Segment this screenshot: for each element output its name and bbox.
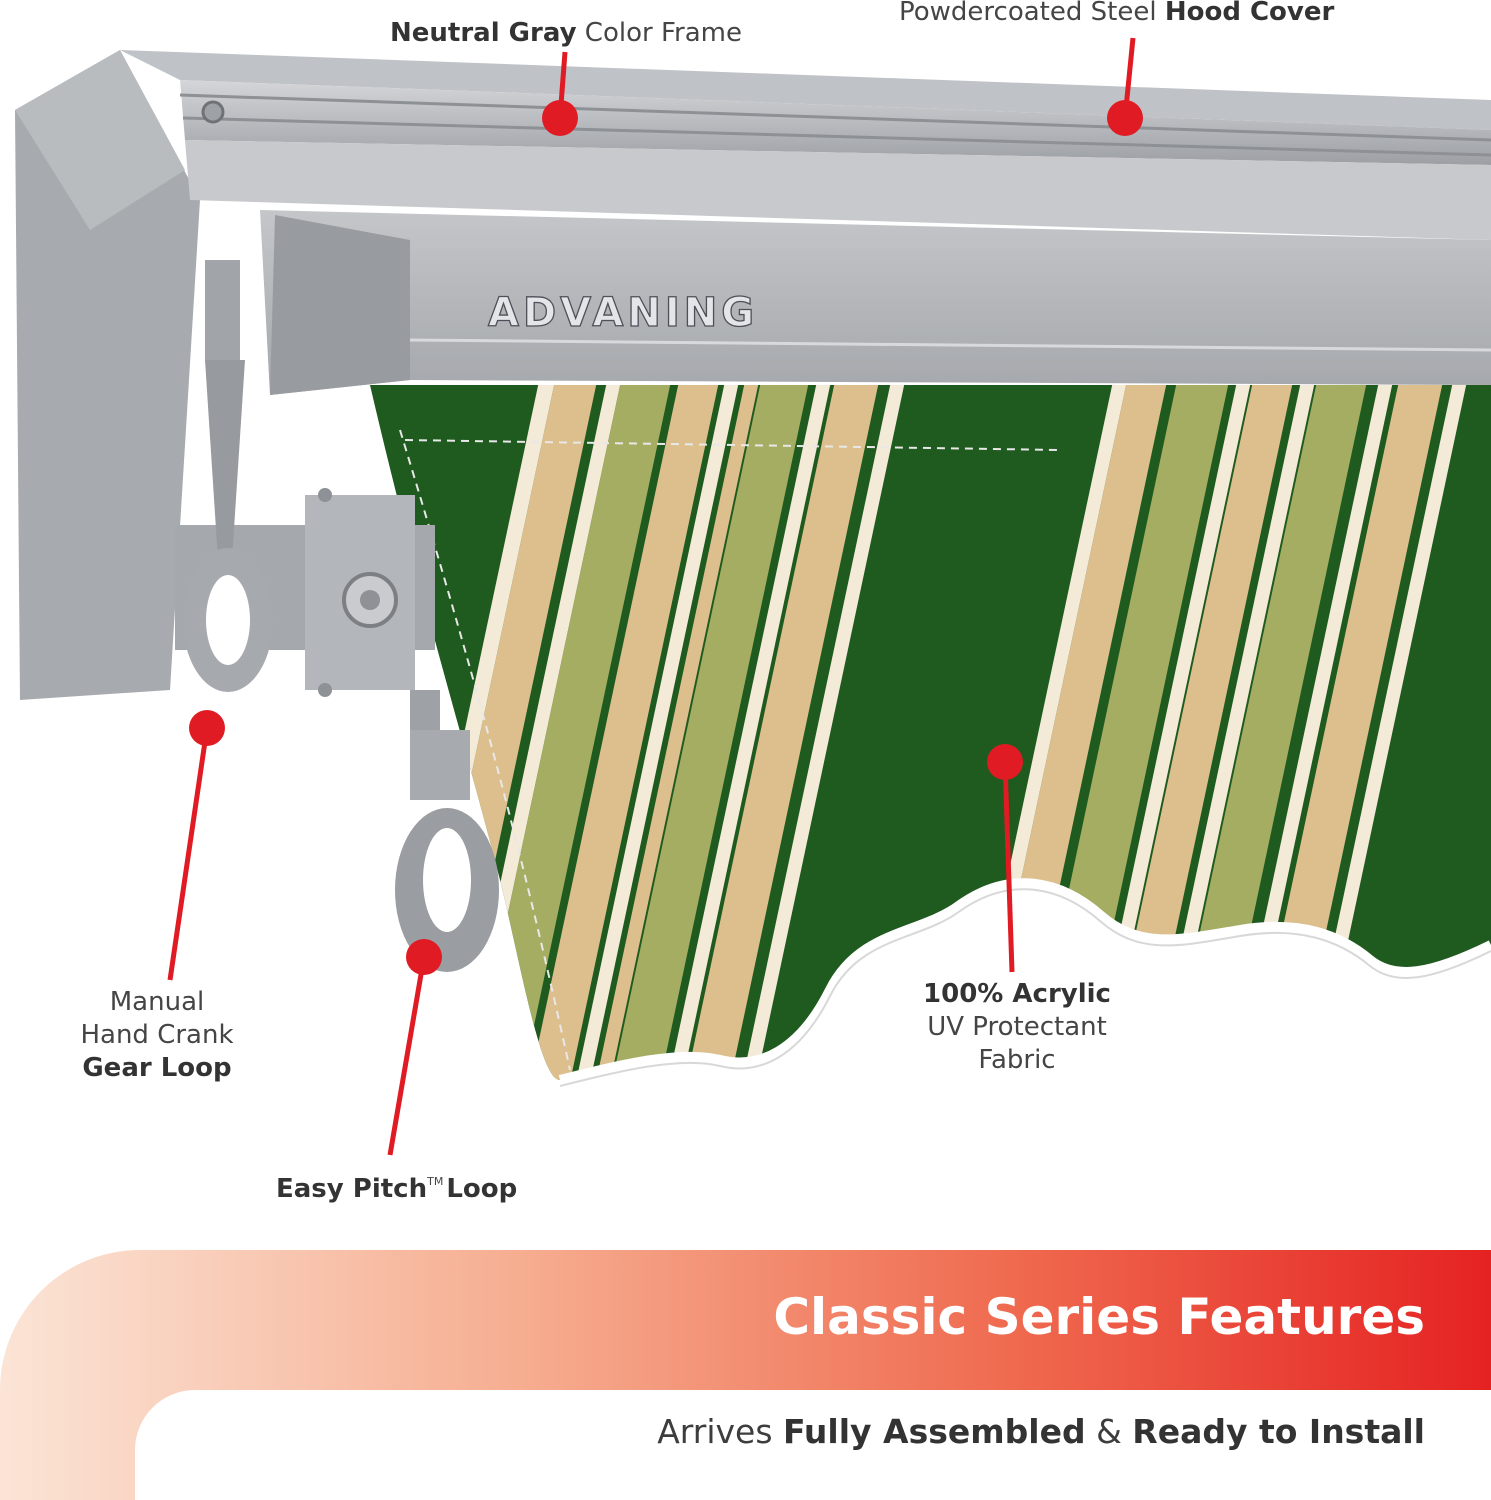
banner-title: Classic Series Features (773, 1288, 1425, 1346)
frame-callout-rest: Color Frame (576, 18, 742, 48)
fabric-callout-line2: UV Protectant (927, 1012, 1107, 1042)
awning-illustration: ADVANING (15, 37, 1491, 1156)
fabric-edge (558, 878, 1491, 1085)
banner-sub-pre: Arrives (657, 1412, 784, 1451)
crank-callout-line2: Hand Crank (80, 1020, 234, 1050)
banner-sub-bold1: Fully Assembled (783, 1412, 1086, 1451)
frame-marker (542, 51, 578, 136)
crank-callout-line1: Manual (109, 987, 205, 1017)
gear-loop-icon (183, 260, 273, 692)
fabric-marker (987, 744, 1023, 973)
frame-callout: Neutral Gray Color Frame (390, 17, 742, 50)
fabric-callout: 100% Acrylic UV Protectant Fabric (897, 978, 1137, 1077)
fabric-callout-line3: Fabric (978, 1045, 1056, 1075)
pitch-marker (387, 939, 442, 1156)
crank-marker (167, 710, 225, 981)
hood-cover (120, 50, 1491, 240)
banner-sub-bold2: Ready to Install (1132, 1412, 1425, 1451)
pitch-callout-post: Loop (446, 1174, 518, 1204)
features-banner: Classic Series Features Arrives Fully As… (0, 1250, 1491, 1500)
banner-sub-mid: & (1085, 1412, 1133, 1451)
crank-callout: Manual Hand Crank Gear Loop (52, 986, 262, 1085)
banner-subtitle: Arrives Fully Assembled & Ready to Insta… (657, 1412, 1425, 1451)
hood-callout-pre: Powdercoated Steel (899, 0, 1165, 27)
frame-callout-bold: Neutral Gray (390, 18, 577, 48)
roller-case: ADVANING (260, 210, 1491, 395)
banner-white-panel (135, 1390, 1491, 1500)
pitch-callout-pre: Easy Pitch (276, 1174, 428, 1204)
brand-logo: ADVANING (488, 290, 758, 336)
trademark-mark: TM (427, 1175, 444, 1188)
pitch-loop-icon (395, 690, 499, 972)
hood-callout-bold: Hood Cover (1164, 0, 1335, 27)
hood-callout: Powdercoated Steel Hood Cover (899, 0, 1334, 29)
fabric-callout-bold: 100% Acrylic (923, 979, 1111, 1009)
end-cap (15, 50, 200, 700)
hood-marker (1107, 37, 1143, 136)
crank-callout-bold: Gear Loop (82, 1053, 232, 1083)
